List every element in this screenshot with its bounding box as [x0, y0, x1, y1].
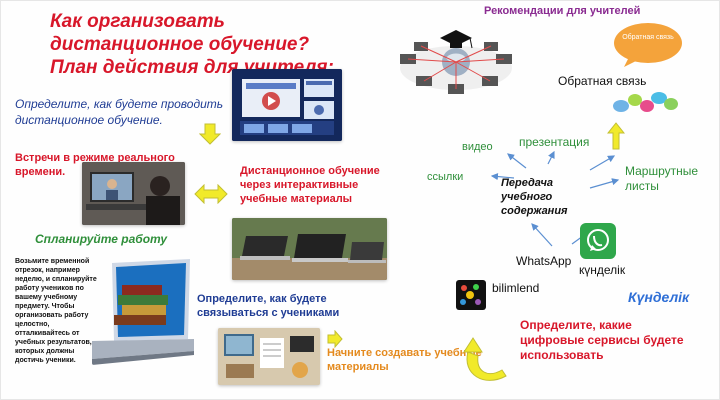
- plan-work-text: Возьмите временной отрезок, например нед…: [15, 258, 97, 364]
- elearning-image: [232, 69, 342, 141]
- presentation-label: презентация: [519, 135, 590, 149]
- arrow-down-icon: [199, 123, 221, 145]
- feedback-label: Обратная связь: [558, 74, 647, 88]
- center-label: Передача учебного содержания: [501, 177, 568, 217]
- whatsapp-icon: [580, 223, 616, 259]
- laptops-image: [232, 218, 387, 280]
- kundelik-logo: Күнделік: [628, 289, 690, 305]
- recommendations-title: Рекомендации для учителей: [484, 5, 641, 17]
- digital-services-label: Определите, какие цифровые сервисы будет…: [520, 318, 684, 362]
- start-creating-label: Начните создавать учебные материалы: [327, 347, 482, 373]
- video-label: видео: [462, 141, 493, 153]
- chat-bubbles-icon: [611, 88, 681, 116]
- workspace-image: [218, 328, 320, 385]
- arrow-right-icon: [327, 330, 343, 348]
- feedback-bubble: Обратная связь: [612, 21, 684, 69]
- network-graduation-image: [392, 18, 520, 98]
- plan-work-title: Спланируйте работу: [35, 232, 168, 246]
- realtime-meetings-label: Встречи в режиме реального времени.: [15, 152, 175, 178]
- links-label: ссылки: [427, 171, 464, 183]
- intro-text: Определите, как будете проводить дистанц…: [15, 97, 224, 127]
- double-arrow-icon: [194, 184, 228, 204]
- interactive-materials-label: Дистанционное обучение через интерактивн…: [240, 165, 380, 205]
- whatsapp-label: WhatsApp: [516, 254, 572, 268]
- bilimlend-label: bilimlend: [492, 281, 540, 295]
- feedback-bubble-text: Обратная связь: [622, 34, 674, 41]
- video-call-image: [82, 162, 185, 225]
- curved-arrow-icon: [463, 337, 507, 381]
- communicate-label: Определите, как будете связываться с уче…: [197, 293, 340, 319]
- bilimlend-icon: [456, 280, 486, 310]
- routes-label: Маршрутные листы: [625, 164, 699, 193]
- laptop-books-image: [92, 255, 194, 365]
- arrow-up-icon: [607, 122, 625, 150]
- kundelik-label: күнделік: [579, 263, 626, 277]
